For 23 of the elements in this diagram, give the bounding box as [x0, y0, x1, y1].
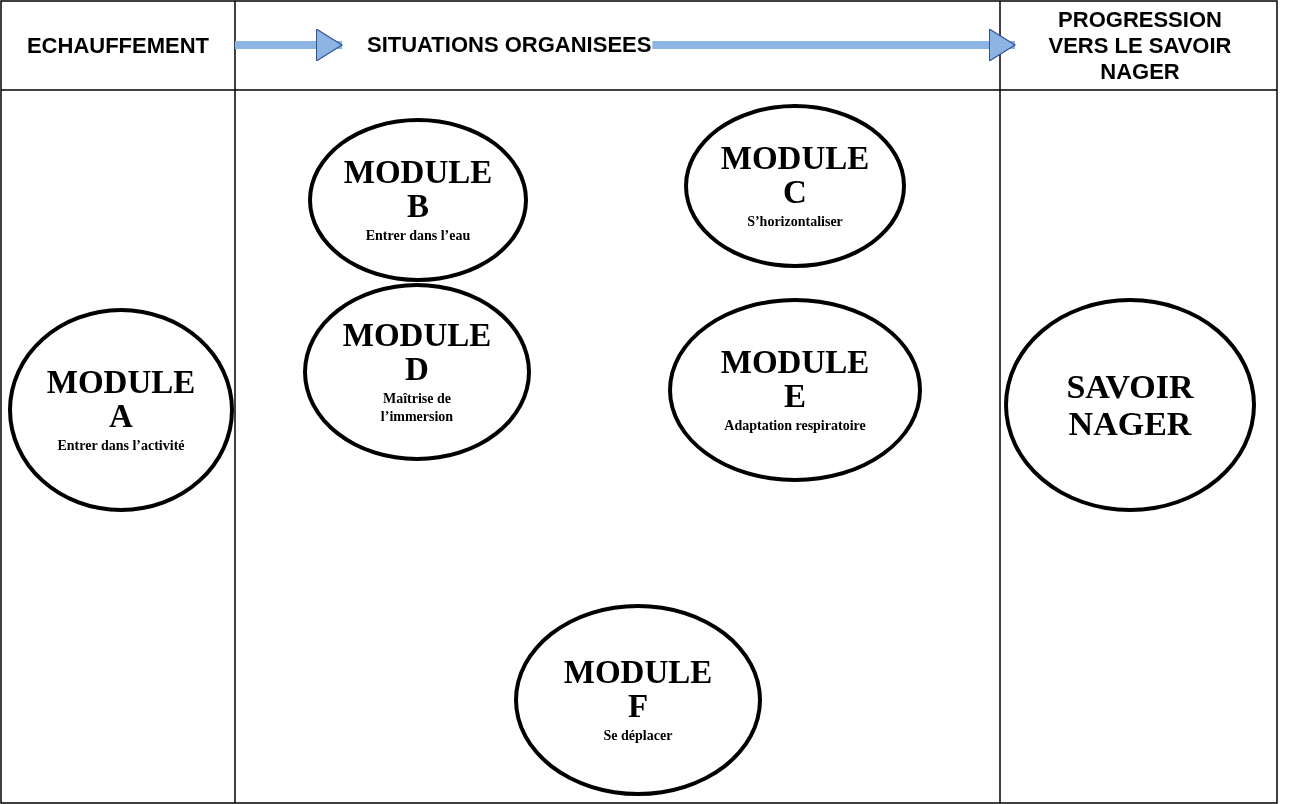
module-subtitle: Adaptation respiratoire: [724, 417, 866, 436]
module-ellipse: [514, 604, 762, 796]
module-ellipse: [303, 283, 531, 461]
module-title: MODULE F: [563, 654, 713, 725]
module-ellipse: [308, 118, 528, 282]
module-title: MODULE E: [720, 344, 870, 415]
module-ellipse: [668, 298, 922, 482]
module-subtitle: Maîtrise de l’immersion: [379, 389, 455, 427]
module-subtitle: Entrer dans l’eau: [365, 227, 471, 246]
column-heading: PROGRESSION VERS LE SAVOIR NAGER: [1040, 2, 1240, 89]
module-subtitle: S’horizontaliser: [747, 213, 843, 232]
module-subtitle: Se déplacer: [603, 727, 673, 746]
module-ellipse: [8, 308, 234, 512]
module-title: MODULE D: [342, 317, 492, 387]
module-title: MODULE C: [720, 140, 870, 211]
module-title: MODULE B: [343, 154, 493, 225]
module-title: MODULE A: [46, 364, 196, 435]
module-title: SAVOIR NAGER: [1065, 367, 1195, 443]
column-heading: ECHAUFFEMENT: [2, 2, 234, 89]
column-heading: SITUATIONS ORGANISEES: [367, 30, 652, 60]
module-ellipse: [1004, 298, 1256, 512]
module-ellipse: [684, 104, 906, 268]
module-subtitle: Entrer dans l’activité: [57, 437, 185, 456]
